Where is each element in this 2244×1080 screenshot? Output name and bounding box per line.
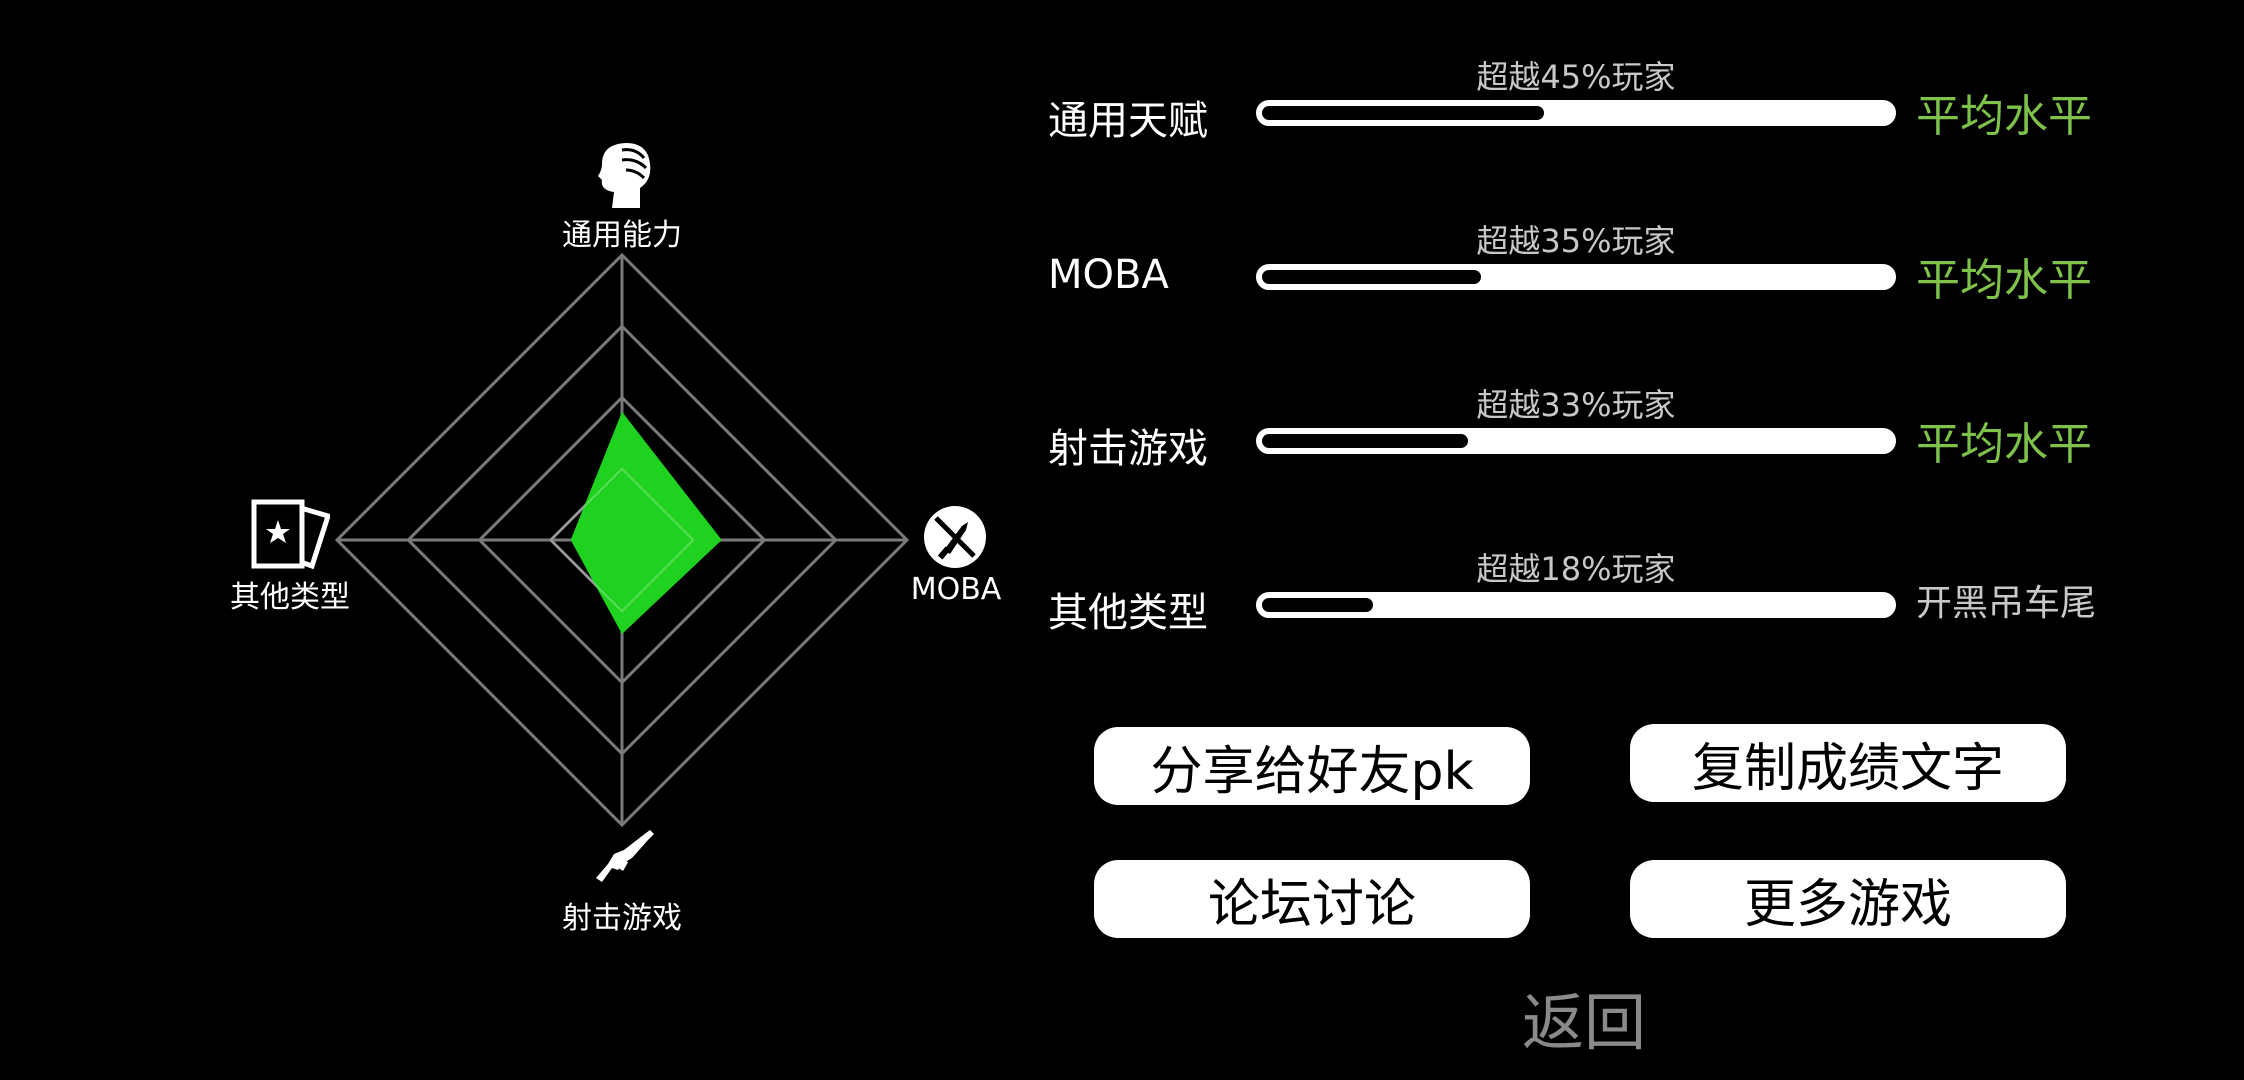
rifle-icon (596, 830, 654, 882)
rank-label: 开黑吊车尾 (1916, 583, 2097, 624)
percentile-text: 超越45%玩家 (1476, 58, 1676, 96)
percentile-text: 超越35%玩家 (1476, 222, 1676, 260)
back-button[interactable]: 返回 (1521, 986, 1646, 1059)
percentile-bar-fill (1262, 434, 1469, 448)
percentile-text: 超越18%玩家 (1476, 550, 1676, 588)
percentile-text: 超越33%玩家 (1476, 386, 1676, 424)
stat-name: 通用天赋 (1048, 98, 1208, 144)
rank-label: 平均水平 (1916, 419, 2092, 470)
percentile-bar (1256, 428, 1896, 454)
stat-name: 射击游戏 (1048, 426, 1208, 472)
radar-value-area (570, 411, 722, 635)
percentile-bar-fill (1262, 598, 1374, 612)
radar-inner-ring-overlay (549, 467, 695, 613)
axis-label-other: 其他类型 (230, 580, 350, 615)
forum-button[interactable]: 论坛讨论 (1094, 860, 1530, 938)
radar-chart (334, 252, 910, 828)
percentile-bar (1256, 264, 1896, 290)
percentile-bar (1256, 592, 1896, 618)
stat-name: MOBA (1048, 252, 1169, 298)
stat-row-shooter: 射击游戏 超越33%玩家 平均水平 (1048, 380, 2148, 500)
axis-label-general: 通用能力 (562, 218, 682, 253)
percentile-bar (1256, 100, 1896, 126)
axis-label-shooter: 射击游戏 (562, 901, 682, 936)
card-icon (251, 499, 330, 570)
stat-row-general: 通用天赋 超越45%玩家 平均水平 (1048, 52, 2148, 172)
share-button[interactable]: 分享给好友pk (1094, 727, 1530, 805)
stat-row-other: 其他类型 超越18%玩家 开黑吊车尾 (1048, 544, 2148, 664)
no-sword-icon (924, 506, 986, 568)
rank-label: 平均水平 (1916, 91, 2092, 142)
stat-row-moba: MOBA 超越35%玩家 平均水平 (1048, 216, 2148, 336)
percentile-bar-fill (1262, 270, 1481, 284)
rank-label: 平均水平 (1916, 255, 2092, 306)
axis-label-moba: MOBA (910, 572, 1002, 607)
stat-name: 其他类型 (1048, 590, 1208, 636)
more-games-button[interactable]: 更多游戏 (1630, 860, 2066, 938)
percentile-bar-fill (1262, 106, 1545, 120)
copy-result-button[interactable]: 复制成绩文字 (1630, 724, 2066, 802)
head-icon (598, 143, 651, 208)
